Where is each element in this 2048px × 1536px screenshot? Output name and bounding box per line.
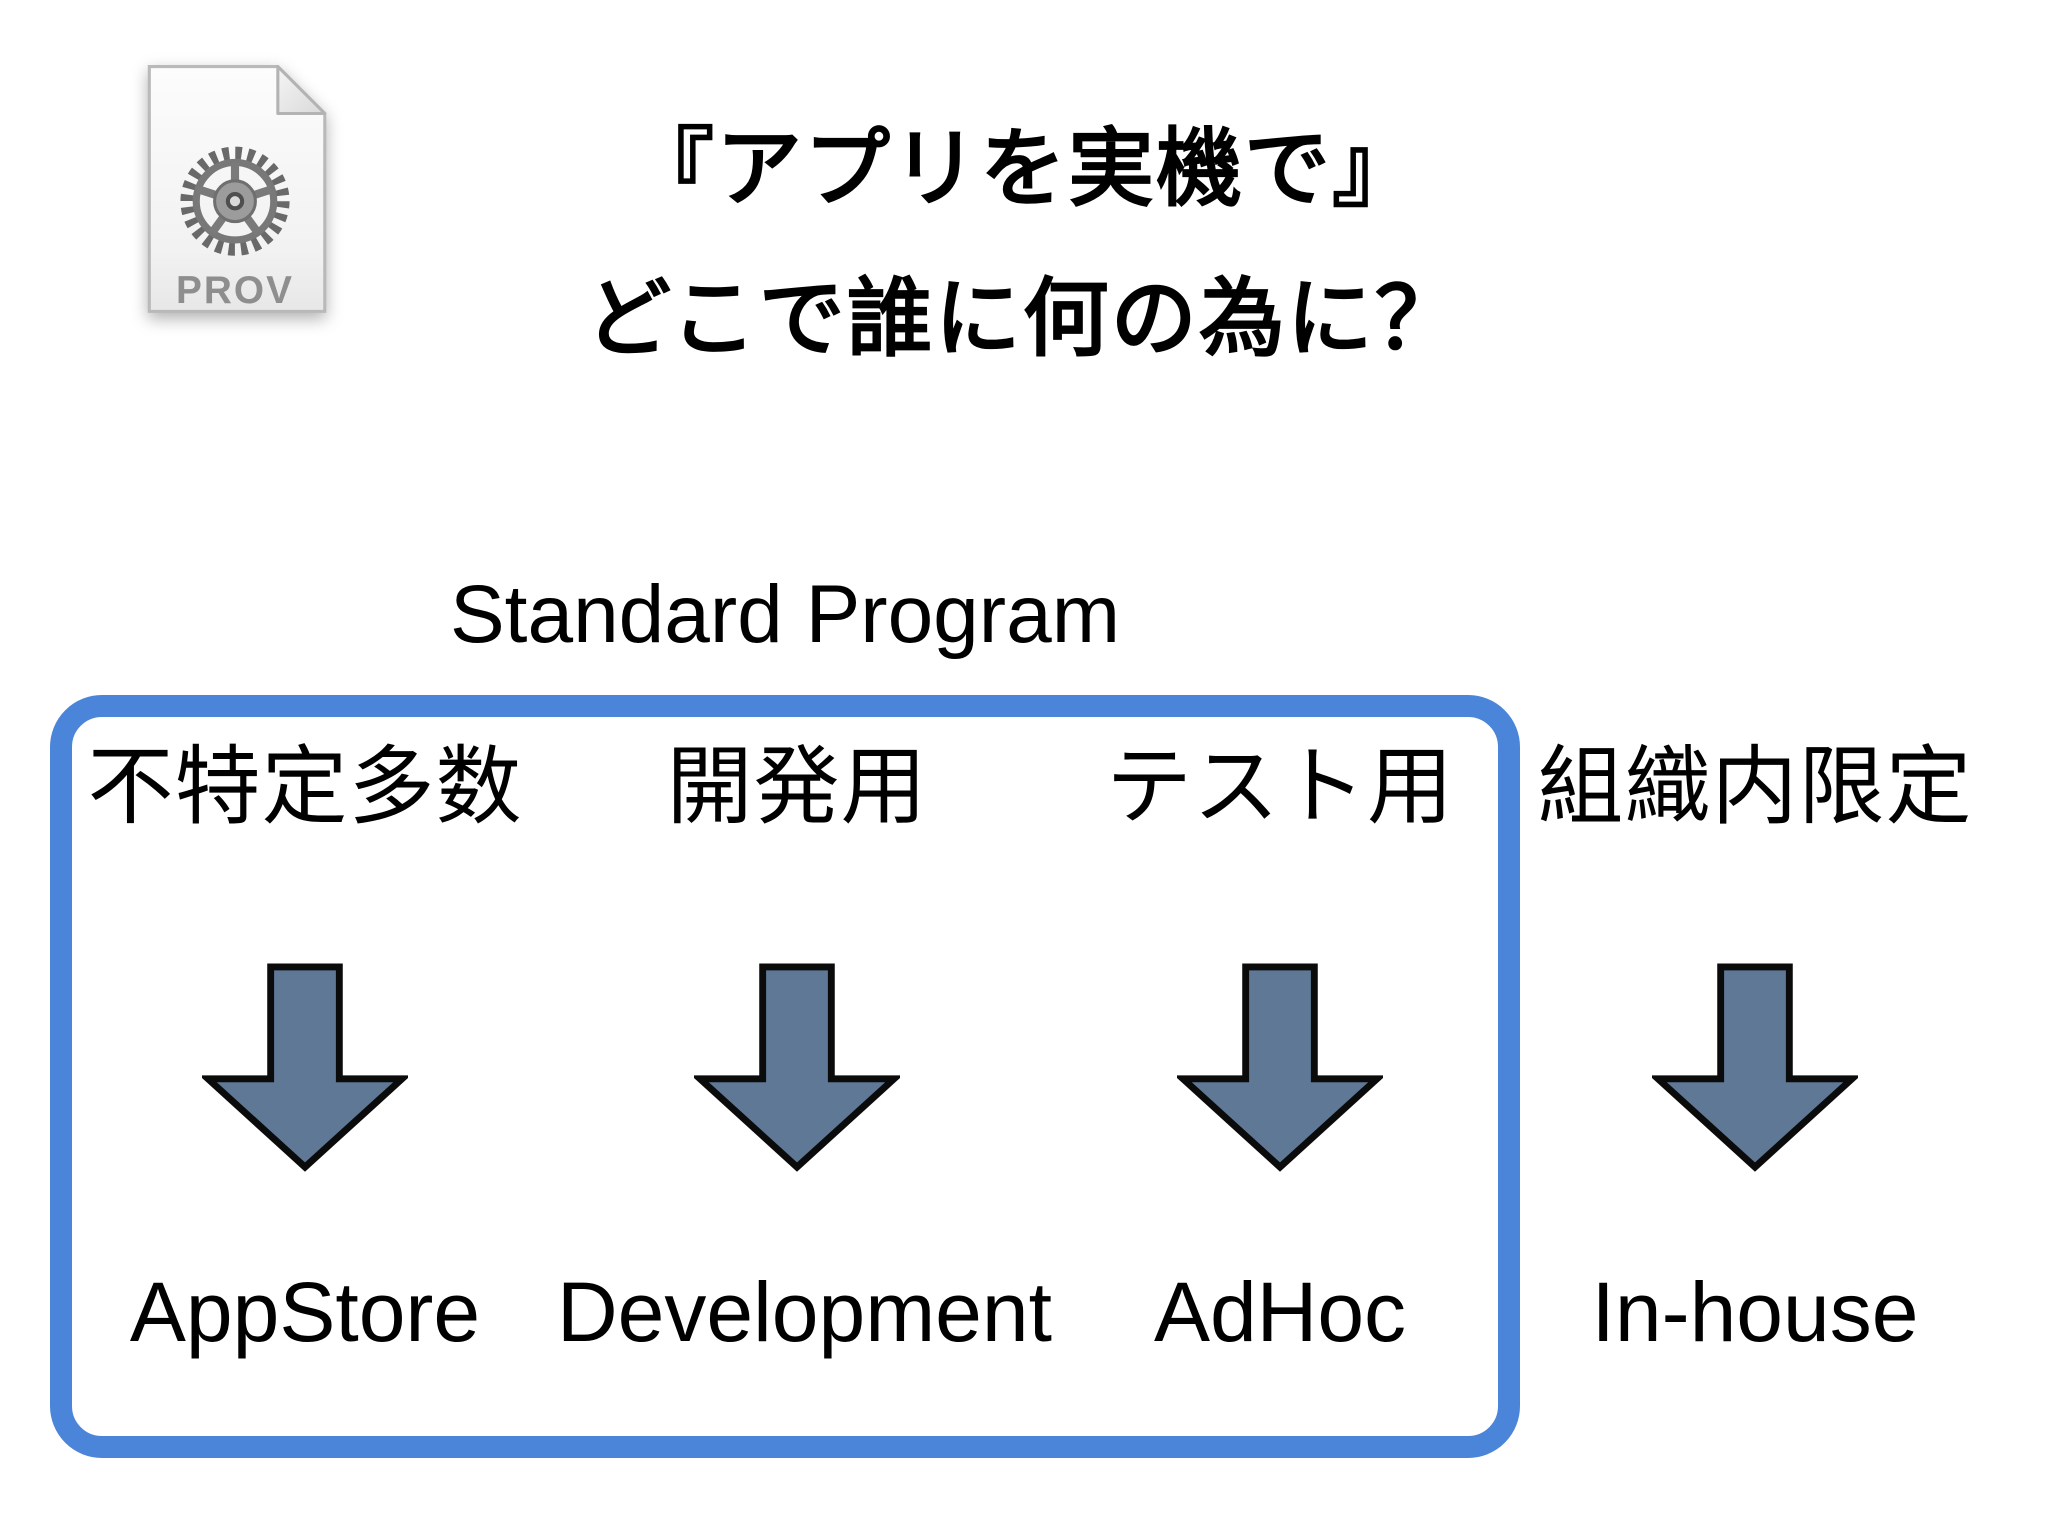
profile-label: Development [557,1265,1052,1359]
slide-title: 『アプリを実機で』 どこで誰に何の為に？ [0,94,2048,394]
standard-program-box [50,695,1520,1458]
profile-label: AdHoc [1153,1265,1407,1359]
profile-label: In-house [1591,1265,1919,1359]
gear-icon [180,146,290,256]
down-arrow-icon [1652,963,1858,1172]
page-fold-corner [276,65,327,116]
slide-title-line1: 『アプリを実機で』 [628,121,1420,217]
slide-title-line2: どこで誰に何の為に？ [585,271,1463,367]
prov-file-type-label: PROV [176,269,294,312]
profile-label: AppStore [129,1265,481,1359]
column-development: 開発用 Development [557,738,1052,1418]
provisioning-profile-file-icon: PROV [147,65,327,313]
standard-program-label: Standard Program [449,569,1120,660]
down-arrow-icon [202,963,408,1172]
audience-label: 組織内限定 [1537,739,1973,835]
audience-label: 開発用 [666,739,928,835]
column-inhouse: 組織内限定 In-house [1515,738,1995,1418]
audience-label: 不特定多数 [87,739,523,835]
column-appstore: 不特定多数 AppStore [65,738,545,1418]
audience-label: テスト用 [1106,739,1454,835]
down-arrow-icon [694,963,900,1172]
down-arrow-icon [1177,963,1383,1172]
column-adhoc: テスト用 AdHoc [1040,738,1520,1418]
